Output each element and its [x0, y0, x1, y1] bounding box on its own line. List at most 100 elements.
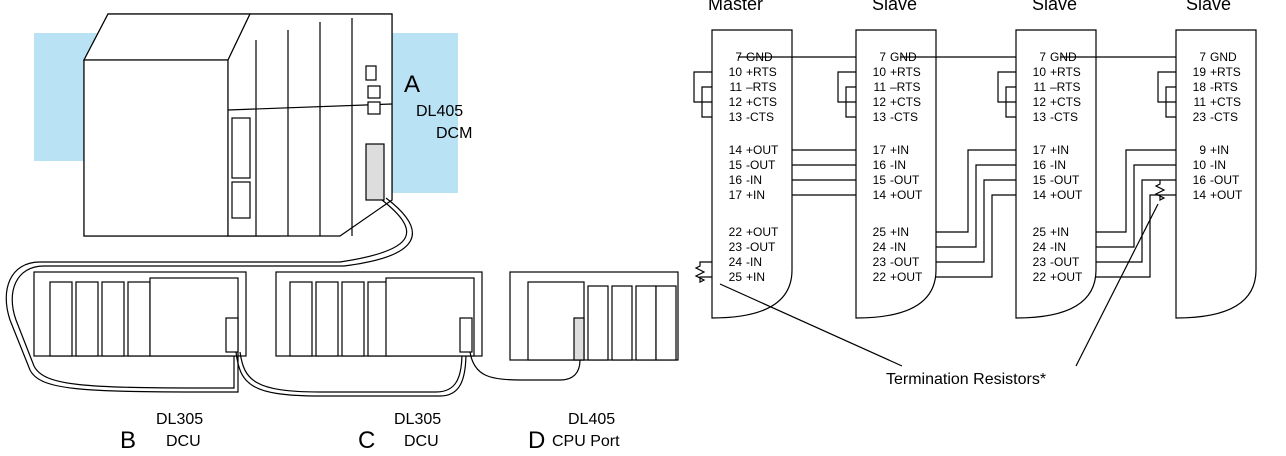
pin-signal: +IN — [890, 225, 909, 239]
pin-number: 11 — [874, 80, 887, 94]
pin-number: 18 — [1193, 80, 1207, 94]
pin-signal: +CTS — [746, 95, 777, 109]
pin-signal: +OUT — [1050, 270, 1083, 284]
svg-text:DCM: DCM — [436, 125, 472, 142]
svg-text:C: C — [358, 427, 375, 454]
pin-signal: +IN — [890, 143, 909, 157]
pin-number: 23 — [1193, 110, 1207, 124]
header-slave-3: Slave — [1186, 0, 1231, 14]
pin-signal: -IN — [890, 240, 906, 254]
pin-signal: -CTS — [746, 110, 774, 124]
pin-signal: +OUT — [1050, 188, 1083, 202]
pin-signal: +CTS — [890, 95, 921, 109]
svg-text:DL405: DL405 — [416, 103, 463, 120]
header-slave-2: Slave — [1032, 0, 1077, 14]
svg-text:DCU: DCU — [166, 433, 201, 450]
pin-signal: –RTS — [1050, 80, 1080, 94]
pin-number: 16 — [1193, 173, 1207, 187]
pin-number: 24 — [1033, 240, 1047, 254]
pin-number: 9 — [1199, 143, 1206, 157]
label-c: C DL305 DCU — [358, 411, 441, 454]
pin-signal: -IN — [746, 255, 762, 269]
pin-number: 14 — [873, 188, 887, 202]
connector-slave-2 — [1015, 29, 1097, 319]
pin-signal: –RTS — [746, 80, 776, 94]
pin-signal: -OUT — [890, 255, 920, 269]
pin-signal: +IN — [1210, 143, 1229, 157]
connector-master — [711, 29, 793, 319]
pin-signal: +RTS — [890, 65, 921, 79]
pin-signal: -IN — [1210, 158, 1226, 172]
pin-signal: +OUT — [890, 270, 923, 284]
pin-number: 17 — [729, 188, 743, 202]
pin-number: 24 — [873, 240, 887, 254]
termination-resistors-label: Termination Resistors* — [886, 371, 1046, 388]
backdrop-right — [392, 33, 458, 193]
header-master: Master — [708, 0, 763, 14]
pin-number: 15 — [729, 158, 743, 172]
pin-number: 23 — [729, 240, 743, 254]
pin-number: 25 — [1033, 225, 1047, 239]
pin-number: 22 — [729, 225, 743, 239]
cable-b-to-c — [235, 351, 467, 397]
pin-number: 16 — [1033, 158, 1047, 172]
pin-number: 7 — [1199, 50, 1206, 64]
pin-number: 15 — [1033, 173, 1047, 187]
pin-number: 7 — [879, 50, 886, 64]
pin-number: 17 — [1033, 143, 1047, 157]
dl405-cpu-base-d — [509, 271, 679, 361]
connector-slave-1 — [855, 29, 937, 319]
svg-text:DL305: DL305 — [394, 411, 441, 428]
pin-signal: +RTS — [1050, 65, 1081, 79]
header-slave-1: Slave — [872, 0, 917, 14]
termination-resistor-master — [694, 261, 712, 283]
pin-number: 12 — [729, 95, 743, 109]
pin-signal: -CTS — [1050, 110, 1078, 124]
pin-number: 13 — [1033, 110, 1047, 124]
pin-signal: -IN — [1050, 158, 1066, 172]
pin-signal: +OUT — [890, 188, 923, 202]
pin-number: 7 — [1039, 50, 1046, 64]
pin-number: 13 — [873, 110, 887, 124]
pin-number: 11 — [1034, 80, 1047, 94]
pin-signal: -CTS — [890, 110, 918, 124]
pin-signal: -OUT — [890, 173, 920, 187]
svg-text:DL305: DL305 — [156, 411, 203, 428]
pin-number: 25 — [873, 225, 887, 239]
pin-number: 24 — [729, 255, 743, 269]
pin-signal: –RTS — [890, 80, 920, 94]
svg-text:CPU Port: CPU Port — [552, 433, 620, 450]
pin-number: 23 — [1033, 255, 1047, 269]
pin-signal: +IN — [1050, 225, 1069, 239]
pin-number: 11 — [1194, 95, 1207, 109]
svg-text:D: D — [528, 427, 545, 454]
pin-signal: -OUT — [1210, 173, 1240, 187]
svg-text:A: A — [404, 71, 420, 98]
pin-number: 14 — [1193, 188, 1207, 202]
pin-signal: +OUT — [746, 225, 779, 239]
pin-number: 10 — [1033, 65, 1047, 79]
pin-number: 14 — [1033, 188, 1047, 202]
label-b: B DL305 DCU — [120, 411, 203, 454]
pin-number: 22 — [1033, 270, 1047, 284]
dl305-dcu-base-c — [275, 271, 483, 357]
pin-number: 10 — [1193, 158, 1207, 172]
dl405-dcm-base — [83, 13, 393, 237]
pin-number: 22 — [873, 270, 887, 284]
pin-number: 16 — [873, 158, 887, 172]
pin-signal: GND — [1210, 50, 1237, 64]
pin-number: 11 — [730, 80, 743, 94]
pin-signal: +RTS — [1210, 65, 1241, 79]
pin-signal: -CTS — [1210, 110, 1238, 124]
svg-text:DL405: DL405 — [568, 411, 615, 428]
pin-number: 15 — [873, 173, 887, 187]
label-d: D DL405 CPU Port — [528, 411, 620, 454]
pin-number: 17 — [873, 143, 887, 157]
pin-signal: +CTS — [1050, 95, 1081, 109]
pin-signal: -OUT — [1050, 255, 1080, 269]
termination-resistor-slave-3 — [1154, 180, 1166, 201]
cable-a-to-b — [5, 199, 408, 393]
pin-signal: -OUT — [1050, 173, 1080, 187]
